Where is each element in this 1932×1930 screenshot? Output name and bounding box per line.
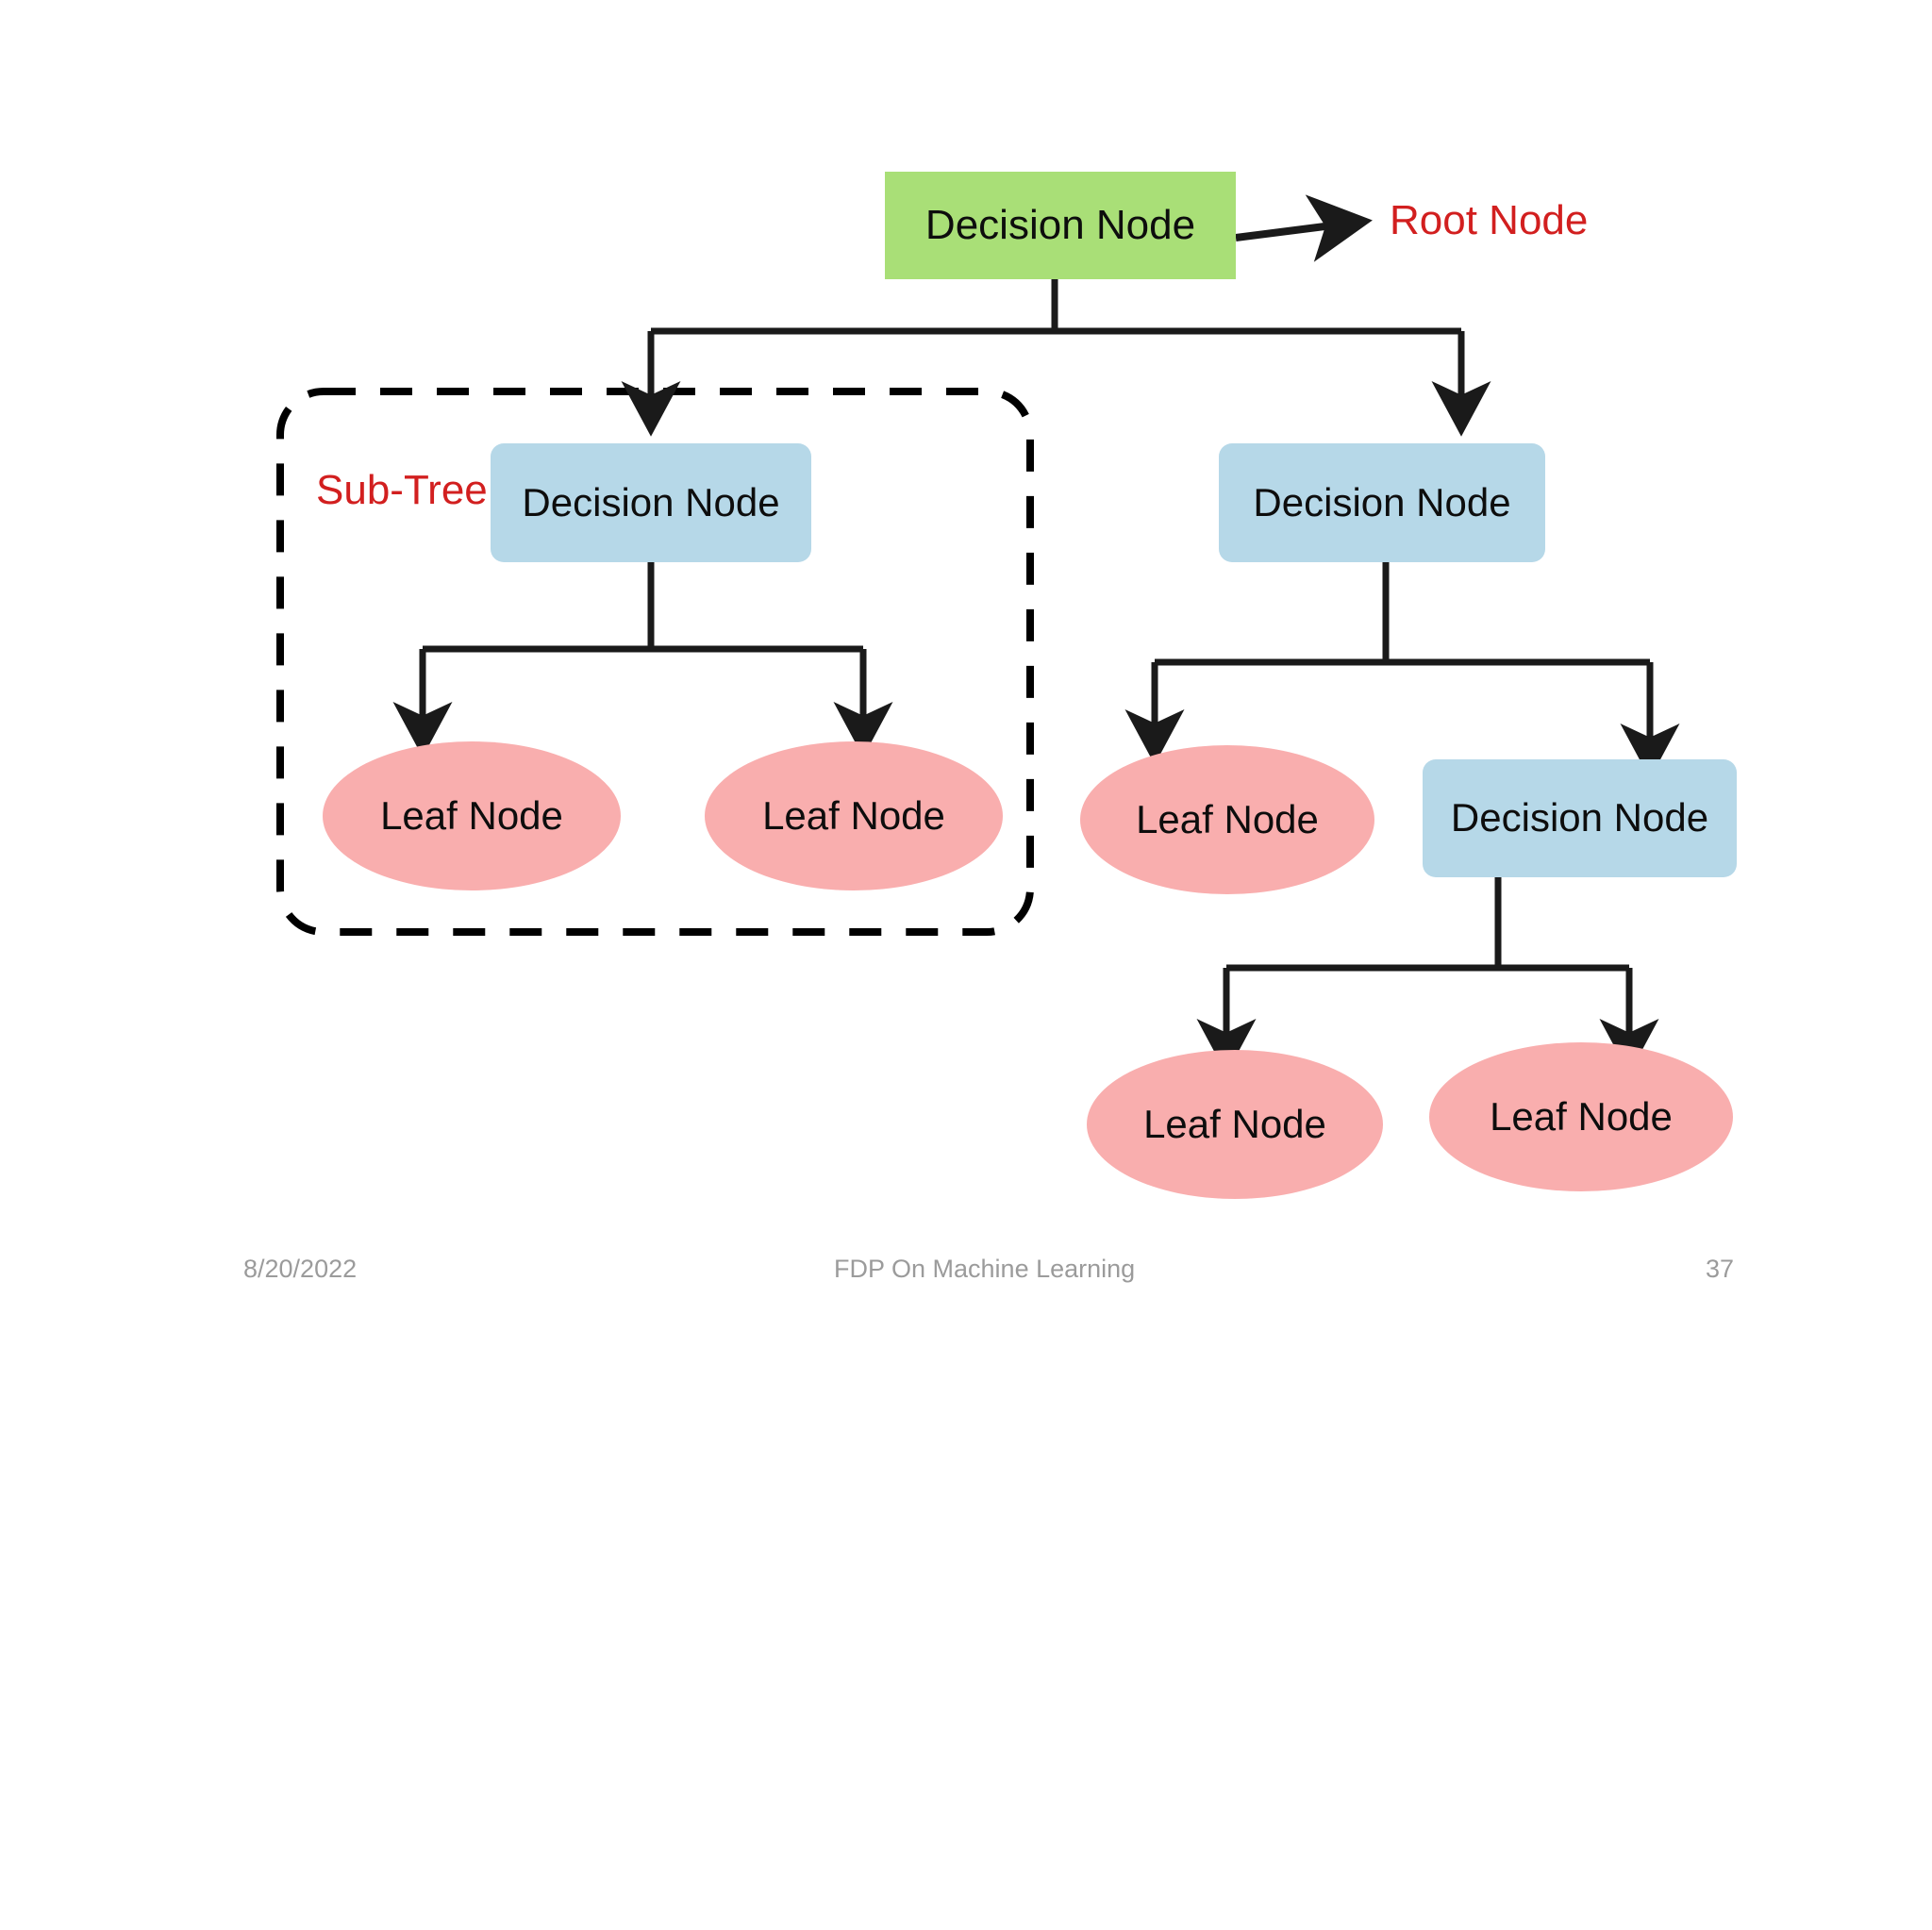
- node-leaf-4[interactable]: Leaf Node: [1087, 1050, 1383, 1199]
- edge-decright-to-children: [1124, 562, 1680, 779]
- node-label: Leaf Node: [1136, 796, 1319, 841]
- footer-date: 8/20/2022: [243, 1255, 358, 1283]
- edge-root-to-children: [621, 279, 1491, 437]
- annotation-root-node: Root Node: [1390, 197, 1589, 243]
- root-callout-arrow: [1235, 194, 1373, 262]
- node-leaf-5[interactable]: Leaf Node: [1429, 1042, 1733, 1191]
- node-label: Decision Node: [522, 479, 780, 524]
- node-label: Leaf Node: [380, 792, 563, 838]
- node-label: Leaf Node: [1490, 1093, 1673, 1139]
- node-root-decision[interactable]: Decision Node: [885, 172, 1236, 279]
- node-leaf-1[interactable]: Leaf Node: [323, 741, 621, 890]
- edge-decleft-to-leaves: [392, 562, 893, 757]
- edge-decsub-to-leaves: [1196, 877, 1659, 1074]
- node-decision-right[interactable]: Decision Node: [1219, 443, 1545, 562]
- footer-title: FDP On Machine Learning: [834, 1255, 1136, 1283]
- node-label: Leaf Node: [762, 792, 945, 838]
- slide-footer: 8/20/2022 FDP On Machine Learning 37: [0, 1255, 1932, 1292]
- node-label: Leaf Node: [1143, 1101, 1326, 1146]
- node-leaf-2[interactable]: Leaf Node: [705, 741, 1003, 890]
- annotation-sub-tree: Sub-Tree: [316, 467, 488, 513]
- node-label: Decision Node: [924, 201, 1196, 248]
- node-label: Decision Node: [1253, 479, 1511, 524]
- node-decision-sub[interactable]: Decision Node: [1423, 759, 1737, 877]
- node-leaf-3[interactable]: Leaf Node: [1080, 745, 1374, 894]
- footer-page-number: 37: [1705, 1255, 1734, 1283]
- node-decision-left[interactable]: Decision Node: [491, 443, 811, 562]
- node-label: Decision Node: [1450, 795, 1709, 840]
